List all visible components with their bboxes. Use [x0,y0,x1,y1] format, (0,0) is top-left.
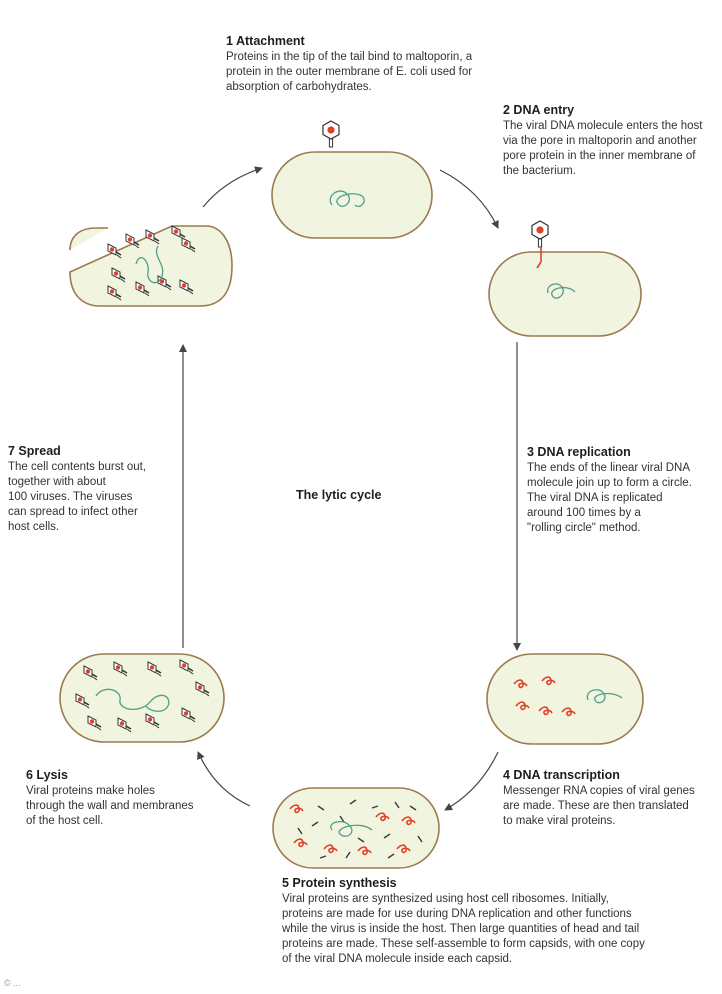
step-heading: 1 Attachment [226,34,305,48]
step-protein-synthesis: 5 Protein synthesis Viral proteins are s… [282,876,702,967]
step-description: The cell contents burst out, together wi… [8,461,147,533]
arrow-1-to-2 [439,169,499,229]
step-description: Proteins in the tip of the tail bind to … [226,51,473,93]
step-heading: 4 DNA transcription [503,768,620,782]
step-description: Viral proteins are synthesized using hos… [282,893,645,965]
step-dna-transcription: 4 DNA transcription Messenger RNA copies… [503,768,722,829]
step-dna-entry: 2 DNA entry The viral DNA molecule enter… [503,103,722,179]
cell-attachment [271,120,433,239]
arrow-4-to-5 [444,751,499,811]
step-heading: 7 Spread [8,444,61,458]
step-description: The viral DNA molecule enters the host v… [503,120,703,177]
step-attachment: 1 Attachment Proteins in the tip of the … [226,34,526,95]
step-dna-replication: 3 DNA replication The ends of the linear… [527,445,722,536]
step-spread: 7 Spread The cell contents burst out, to… [8,444,186,535]
step-heading: 3 DNA replication [527,445,631,459]
cell-spread [69,225,233,307]
cell-lysis [59,653,225,743]
step-heading: 5 Protein synthesis [282,876,397,890]
step-heading: 6 Lysis [26,768,68,782]
cell-dna-entry [488,220,642,337]
step-lysis: 6 Lysis Viral proteins make holes throug… [26,768,216,829]
step-description: The ends of the linear viral DNA molecul… [527,462,692,534]
diagram-title: The lytic cycle [296,488,382,502]
cell-protein-synthesis [272,787,440,869]
footer-credit: © ... [4,978,21,988]
cell-dna-replication [486,653,644,745]
step-heading: 2 DNA entry [503,103,575,117]
step-description: Viral proteins make holes through the wa… [26,785,194,827]
step-description: Messenger RNA copies of viral genes are … [503,785,695,827]
arrow-7-to-1 [202,166,263,208]
arrow-5-to-6 [197,751,251,807]
